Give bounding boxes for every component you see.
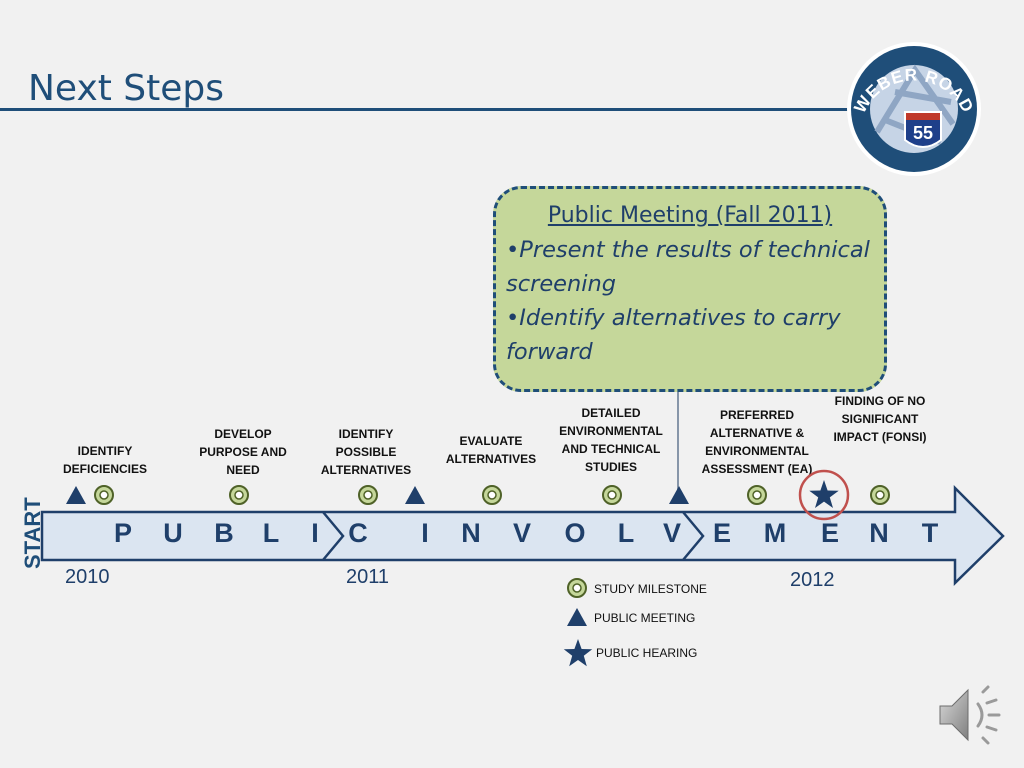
page-title: Next Steps: [28, 68, 225, 109]
banner-letter: U: [163, 518, 183, 548]
milestone-icon: [229, 485, 249, 505]
banner-letter: C: [348, 518, 368, 548]
public-meeting-icon: [405, 486, 425, 504]
banner-letter: T: [921, 518, 939, 548]
banner-letter: L: [262, 518, 280, 548]
banner-letter: V: [662, 518, 681, 548]
banner-letter: I: [311, 518, 319, 548]
legend-public-hearing: PUBLIC HEARING: [596, 646, 698, 660]
banner-letter: I: [421, 518, 429, 548]
year-label: 2010: [65, 566, 110, 588]
year-label: 2011: [346, 566, 390, 588]
callout-pointer: [677, 392, 679, 492]
milestone-icon: [482, 485, 502, 505]
public-meeting-callout: Public Meeting (Fall 2011) •Present the …: [493, 186, 887, 392]
legend-hearing-icon: [563, 639, 593, 667]
legend-meeting-icon: [567, 608, 587, 626]
milestone-icon: [747, 485, 767, 505]
banner-letter: L: [617, 518, 635, 548]
banner-letter: P: [113, 518, 132, 548]
milestone-icon: [602, 485, 622, 505]
banner-letter: B: [214, 518, 234, 548]
speaker-icon[interactable]: [936, 684, 1004, 746]
callout-heading: Public Meeting (Fall 2011): [547, 203, 833, 228]
callout-bullet: •Present the results of technical screen…: [506, 237, 870, 297]
banner-letter: O: [564, 518, 586, 548]
banner-letter: N: [461, 518, 481, 548]
callout-bullet: •Identify alternatives to carry forward: [506, 305, 841, 365]
title-rule: [0, 108, 870, 111]
start-text: START: [20, 497, 45, 569]
legend-public-meeting: PUBLIC MEETING: [594, 611, 696, 625]
banner-letter: M: [763, 518, 787, 548]
public-meeting-icon: [669, 486, 689, 504]
milestone-icon: [358, 485, 378, 505]
banner-letter: N: [869, 518, 889, 548]
milestone-label: IDENTIFY POSSIBLE ALTERNATIVES: [320, 427, 412, 477]
milestone-icon: [94, 485, 114, 505]
public-hearing-highlight: [798, 469, 850, 521]
milestone-icon: [870, 485, 890, 505]
legend-milestone-icon: [567, 578, 587, 598]
milestone-label: PREFERRED ALTERNATIVE & ENVIRONMENTAL AS…: [701, 408, 813, 476]
shield-number: 55: [913, 123, 933, 143]
banner-letter: V: [512, 518, 531, 548]
weber-road-logo: WEBER ROAD 55: [847, 42, 981, 176]
milestone-label: EVALUATE ALTERNATIVES: [445, 434, 537, 466]
banner-letter: E: [820, 518, 839, 548]
milestone-label: DEVELOP PURPOSE AND NEED: [199, 427, 287, 477]
public-meeting-icon: [66, 486, 86, 504]
banner-letter: E: [712, 518, 731, 548]
start-label: START: [20, 497, 45, 569]
year-label: 2012: [790, 569, 835, 591]
milestone-label: DETAILED ENVIRONMENTAL AND TECHNICAL STU…: [559, 406, 663, 474]
legend-study-milestone: STUDY MILESTONE: [594, 582, 707, 596]
milestone-label: FINDING OF NO SIGNIFICANT IMPACT (FONSI): [833, 394, 927, 444]
milestone-label: IDENTIFY DEFICIENCIES: [62, 444, 147, 476]
